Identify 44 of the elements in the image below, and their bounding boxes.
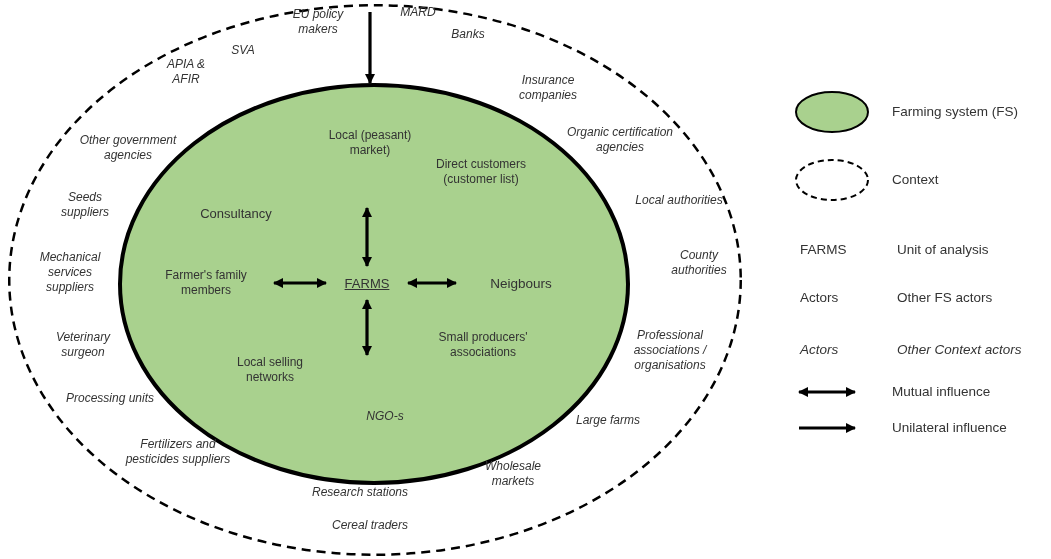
actor-label: Mechanical services suppliers bbox=[38, 249, 102, 295]
actor-label: Banks bbox=[450, 26, 486, 42]
actor-label: Fertilizers and pesticides suppliers bbox=[124, 437, 232, 467]
actor-label: Neigbours bbox=[456, 266, 586, 300]
arrow bbox=[407, 277, 457, 289]
arrow bbox=[361, 299, 373, 356]
actor-label: EU policy makers bbox=[291, 7, 345, 37]
legend-text: Other FS actors bbox=[897, 290, 993, 306]
legend-text: Other Context actors bbox=[897, 342, 1022, 358]
legend-text: Farming system (FS) bbox=[892, 104, 1018, 120]
arrow bbox=[361, 207, 373, 267]
legend-text: Unit of analysis bbox=[897, 242, 989, 258]
actor-label: NGO-s bbox=[365, 408, 405, 424]
actor-label: County authorities bbox=[670, 248, 728, 278]
context-boundary bbox=[8, 4, 742, 556]
unit-of-analysis-label: FARMS bbox=[326, 266, 408, 300]
actor-label: Research stations bbox=[310, 484, 409, 500]
actor-label: Insurance companies bbox=[518, 73, 578, 103]
actor-label: Local selling networks bbox=[235, 355, 304, 385]
arrow bbox=[273, 277, 327, 289]
actor-label: Other government agencies bbox=[78, 133, 178, 163]
actor-label: Cereal traders bbox=[331, 517, 409, 533]
actor-label: Veterinary surgeon bbox=[54, 330, 112, 360]
actor-label: Farmer's family members bbox=[138, 263, 274, 303]
legend-text: Unilateral influence bbox=[892, 420, 1007, 436]
legend-text: FARMS bbox=[800, 242, 847, 258]
legend-text: Actors bbox=[800, 342, 839, 358]
actor-label: Seeds suppliers bbox=[60, 190, 110, 220]
actor-label: Large farms bbox=[575, 412, 641, 428]
legend-text: Mutual influence bbox=[892, 384, 991, 400]
legend-text: Actors bbox=[800, 290, 839, 306]
actor-label: Direct customers (customer list) bbox=[435, 157, 527, 187]
actor-label: Processing units bbox=[65, 390, 155, 406]
actor-label: Consultancy bbox=[199, 205, 273, 221]
legend-text: Context bbox=[892, 172, 939, 188]
arrow bbox=[364, 12, 376, 84]
actor-label: Local authorities bbox=[634, 192, 724, 208]
actor-label: Small producers' associations bbox=[437, 330, 529, 360]
actor-label: APIA & AFIR bbox=[165, 57, 207, 87]
actor-label: Professional associations / organisations bbox=[632, 327, 708, 373]
actor-label: MARD bbox=[399, 4, 437, 20]
actor-label: Organic certification agencies bbox=[565, 125, 674, 155]
actor-label: Wholesale markets bbox=[484, 459, 542, 489]
actor-label: SVA bbox=[230, 42, 256, 58]
